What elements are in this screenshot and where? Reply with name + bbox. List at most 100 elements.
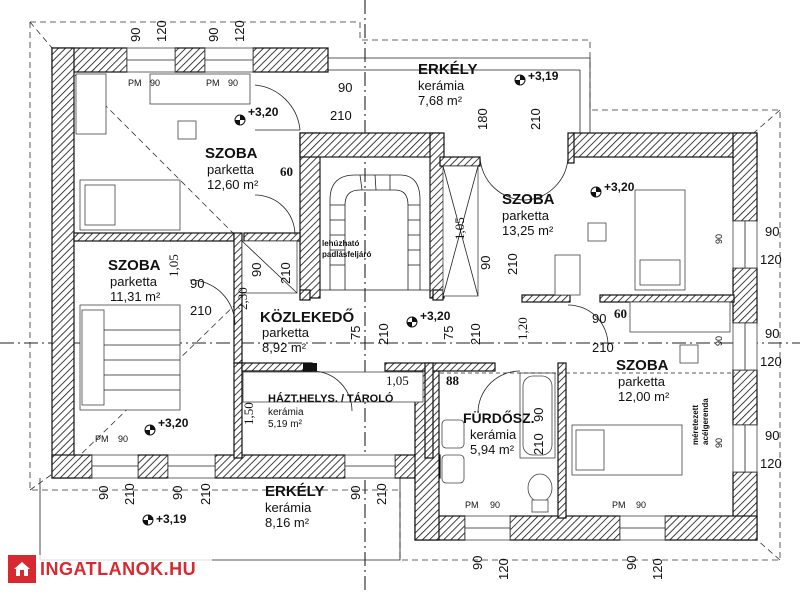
svg-text:90: 90 — [714, 438, 724, 448]
svg-text:90: 90 — [531, 408, 546, 422]
svg-text:8,16 m²: 8,16 m² — [265, 515, 310, 530]
svg-text:PM: PM — [128, 78, 142, 88]
wall-int-11 — [299, 289, 311, 301]
room-label-erkely-2: ERKÉLY kerámia 8,16 m² — [265, 483, 324, 530]
svg-text:90: 90 — [96, 486, 111, 500]
svg-text:7,68 m²: 7,68 m² — [418, 93, 463, 108]
svg-text:90: 90 — [206, 28, 221, 42]
svg-text:ERKÉLY: ERKÉLY — [418, 61, 477, 78]
svg-text:210: 210 — [190, 303, 212, 318]
attic-ladder-note: lehúzható padlásfeljáró — [322, 239, 371, 259]
wall-int-8 — [521, 294, 571, 303]
svg-text:210: 210 — [122, 483, 137, 505]
wall-top-2 — [174, 47, 206, 73]
room-label-kozlekedo: KÖZLEKEDŐ parketta 8,92 m² — [260, 308, 355, 355]
svg-text:+3,20: +3,20 — [248, 105, 279, 119]
svg-text:90: 90 — [490, 500, 500, 510]
svg-text:+3,19: +3,19 — [156, 512, 187, 526]
svg-text:kerámia: kerámia — [268, 407, 304, 418]
svg-text:1,05: 1,05 — [452, 217, 467, 240]
svg-text:acélgerenda: acélgerenda — [701, 398, 710, 445]
svg-text:12,60 m²: 12,60 m² — [207, 177, 259, 192]
balconies — [39, 57, 591, 561]
svg-text:11,31 m²: 11,31 m² — [110, 289, 161, 304]
svg-text:90: 90 — [228, 78, 238, 88]
svg-text:1,20: 1,20 — [515, 317, 530, 340]
wall-right-3 — [732, 369, 758, 426]
svg-text:90: 90 — [128, 28, 143, 42]
svg-text:120: 120 — [760, 252, 782, 267]
room-label-szoba-1: SZOBA parketta 12,60 m² — [205, 145, 259, 192]
svg-text:PM: PM — [465, 500, 479, 510]
staircase — [319, 156, 431, 291]
svg-text:210: 210 — [374, 483, 389, 505]
interior-walls — [73, 232, 735, 519]
svg-text:SZOBA: SZOBA — [502, 191, 555, 208]
svg-text:90: 90 — [478, 256, 493, 270]
wall-int-6 — [424, 362, 434, 459]
svg-text:120: 120 — [232, 20, 247, 42]
svg-text:90: 90 — [592, 311, 606, 326]
svg-text:120: 120 — [760, 456, 782, 471]
watermark: INGATLANOK.HU — [8, 555, 212, 583]
level-marker-2: +3,20 — [234, 105, 279, 126]
svg-text:HÁZT.HELYS. / TÁROLÓ: HÁZT.HELYS. / TÁROLÓ — [268, 392, 394, 405]
svg-text:8,92 m²: 8,92 m² — [262, 340, 307, 355]
svg-text:90: 90 — [190, 276, 204, 291]
svg-text:+3,20: +3,20 — [604, 180, 635, 194]
svg-text:FÜRDŐSZ.: FÜRDŐSZ. — [463, 409, 535, 426]
svg-text:75: 75 — [348, 326, 363, 340]
svg-text:210: 210 — [531, 433, 546, 455]
svg-text:kerámia: kerámia — [470, 427, 517, 442]
svg-text:13,25 m²: 13,25 m² — [502, 223, 554, 238]
wall-bottom-right-2 — [509, 515, 621, 541]
svg-text:méretezett: méretezett — [691, 405, 700, 445]
house-logo-icon — [8, 555, 36, 583]
wall-stair-top — [299, 132, 441, 158]
svg-text:+3,20: +3,20 — [158, 416, 189, 430]
svg-text:120: 120 — [496, 558, 511, 580]
svg-text:+3,19: +3,19 — [528, 69, 559, 83]
wall-right-2 — [732, 267, 758, 324]
svg-text:parketta: parketta — [502, 208, 550, 223]
wall-top-3 — [252, 47, 329, 73]
column-dark — [303, 363, 317, 373]
level-marker-6: +3,19 — [142, 512, 187, 526]
svg-text:1,05: 1,05 — [166, 254, 181, 277]
svg-text:KÖZLEKEDŐ: KÖZLEKEDŐ — [260, 308, 355, 326]
bath-fixtures — [441, 372, 556, 513]
svg-text:210: 210 — [198, 483, 213, 505]
room-label-furdo: FÜRDŐSZ. kerámia 5,94 m² — [463, 409, 535, 457]
wall-room3-topright — [567, 132, 575, 164]
level-marker-5: +3,20 — [144, 416, 189, 436]
wall-int-1 — [73, 232, 235, 242]
lintel-note: méretezett acélgerenda — [691, 398, 710, 445]
wall-int-7 — [557, 362, 567, 519]
svg-text:1,05: 1,05 — [386, 373, 409, 388]
svg-text:kerámia: kerámia — [418, 78, 465, 93]
svg-text:parketta: parketta — [618, 374, 666, 389]
room-label-erkely-1: ERKÉLY kerámia 7,68 m² — [418, 61, 477, 108]
svg-text:60: 60 — [280, 164, 293, 179]
svg-text:+3,20: +3,20 — [420, 309, 451, 323]
svg-text:padlásfeljáró: padlásfeljáró — [322, 250, 371, 259]
svg-text:5,94 m²: 5,94 m² — [470, 442, 515, 457]
svg-text:SZOBA: SZOBA — [205, 145, 258, 162]
svg-text:lehúzható: lehúzható — [322, 239, 359, 248]
wall-left — [51, 47, 75, 479]
svg-text:120: 120 — [154, 20, 169, 42]
svg-text:90: 90 — [170, 486, 185, 500]
wall-stair-left — [299, 132, 321, 299]
svg-text:90: 90 — [249, 263, 264, 277]
wall-int-5 — [384, 362, 496, 372]
svg-text:5,19 m²: 5,19 m² — [268, 419, 303, 430]
door-swings — [189, 84, 609, 414]
svg-text:90: 90 — [338, 80, 352, 95]
wall-int-4 — [241, 362, 313, 372]
wall-bottom-2 — [137, 454, 169, 479]
svg-text:90: 90 — [150, 78, 160, 88]
exterior-walls — [51, 47, 758, 541]
svg-text:90: 90 — [714, 234, 724, 244]
svg-text:SZOBA: SZOBA — [616, 357, 669, 374]
level-marker-3: +3,20 — [590, 180, 635, 198]
